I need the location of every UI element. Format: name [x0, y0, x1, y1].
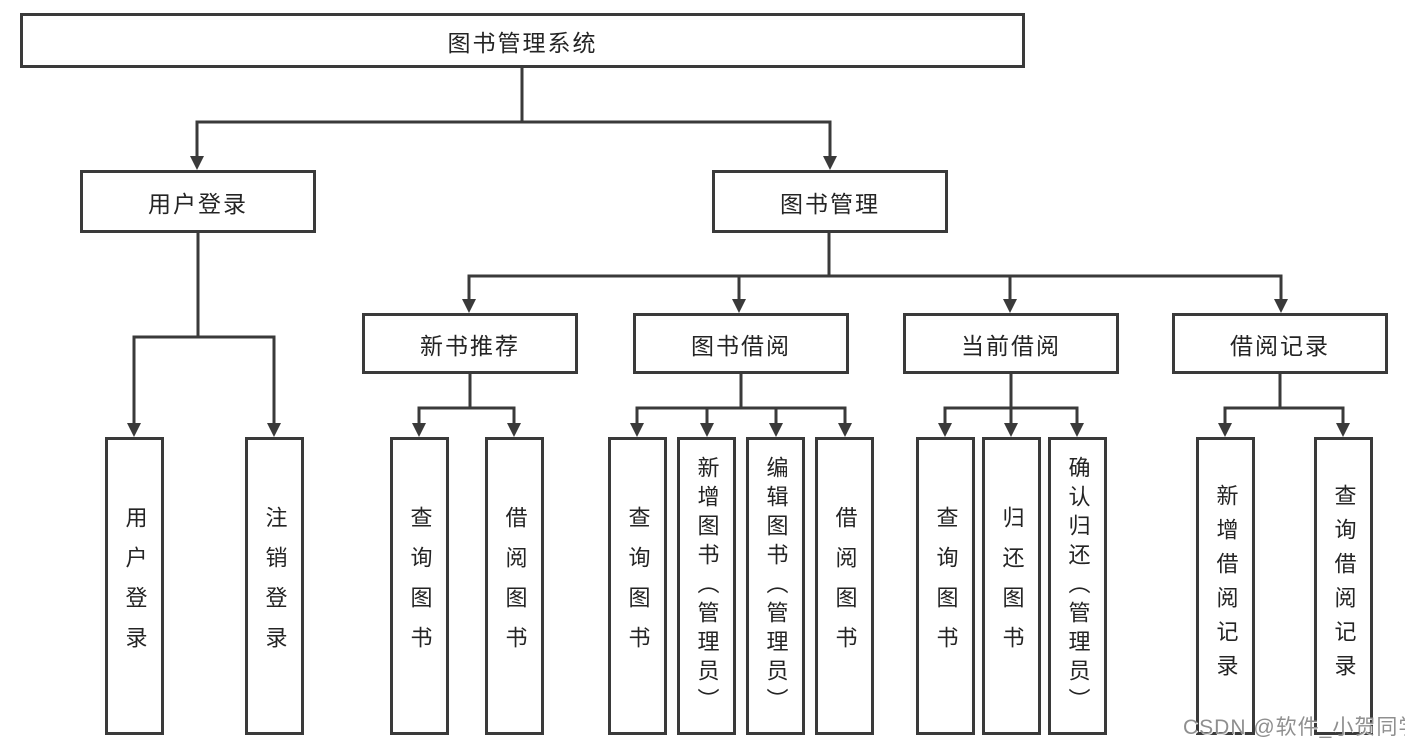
leaf-query-books-borrow-label: 查询图书	[625, 506, 651, 666]
leaf-query-borrow-record: 查询借阅记录	[1314, 437, 1373, 735]
arrow-down-icon	[838, 423, 852, 437]
arrow-down-icon	[630, 423, 644, 437]
arrow-down-icon	[732, 299, 746, 313]
leaf-query-books-current: 查询图书	[916, 437, 975, 735]
leaf-add-borrow-record: 新增借阅记录	[1196, 437, 1255, 735]
leaf-borrow-books-recommend: 借阅图书	[485, 437, 544, 735]
node-book-borrow: 图书借阅	[633, 313, 849, 374]
leaf-borrow-books-borrow-label: 借阅图书	[832, 506, 858, 666]
node-borrow-record-label: 借阅记录	[1230, 332, 1330, 359]
leaf-add-books-admin: 新增图书（管理员）	[677, 437, 736, 735]
node-library-system-label: 图书管理系统	[447, 29, 598, 56]
arrow-down-icon	[267, 423, 281, 437]
leaf-borrow-books-recommend-label: 借阅图书	[502, 506, 528, 666]
arrow-down-icon	[1003, 299, 1017, 313]
connector-line	[132, 335, 276, 425]
arrow-down-icon	[700, 423, 714, 437]
connector-current-borrow	[938, 374, 1084, 437]
arrow-down-icon	[769, 423, 783, 437]
node-library-system: 图书管理系统	[20, 13, 1025, 68]
leaf-query-books-borrow: 查询图书	[608, 437, 667, 735]
arrow-down-icon	[938, 423, 952, 437]
arrow-down-icon	[823, 156, 837, 170]
leaf-query-books-current-label: 查询图书	[933, 506, 959, 666]
connector-line	[1223, 406, 1345, 425]
arrow-down-icon	[412, 423, 426, 437]
leaf-query-borrow-record-label: 查询借阅记录	[1331, 484, 1357, 688]
connector-line	[467, 274, 1283, 301]
node-new-book-recommend-label: 新书推荐	[420, 332, 520, 359]
arrow-down-icon	[190, 156, 204, 170]
leaf-confirm-return-admin-label: 确认归还（管理员）	[1065, 455, 1091, 717]
connector-new-book-recommend	[412, 374, 521, 437]
connector-book-management	[462, 233, 1288, 313]
csdn-watermark: CSDN @软件_小贺同学	[1183, 716, 1405, 739]
connector-line	[635, 406, 847, 425]
arrow-down-icon	[1336, 423, 1350, 437]
node-book-management-label: 图书管理	[780, 190, 880, 217]
leaf-user-login-label: 用户登录	[122, 506, 148, 666]
leaf-add-books-admin-label: 新增图书（管理员）	[694, 455, 720, 717]
node-current-borrow-label: 当前借阅	[961, 332, 1061, 359]
leaf-add-borrow-record-label: 新增借阅记录	[1213, 484, 1239, 688]
node-user-login-label: 用户登录	[148, 190, 248, 217]
leaf-borrow-books-borrow: 借阅图书	[815, 437, 874, 735]
connector-root	[190, 68, 837, 170]
connector-borrow-record	[1218, 374, 1350, 437]
arrow-down-icon	[462, 299, 476, 313]
node-book-borrow-label: 图书借阅	[691, 332, 791, 359]
node-book-management: 图书管理	[712, 170, 948, 233]
leaf-logout-label: 注销登录	[262, 506, 288, 666]
leaf-confirm-return-admin: 确认归还（管理员）	[1048, 437, 1107, 735]
node-user-login: 用户登录	[80, 170, 316, 233]
leaf-query-books-recommend: 查询图书	[390, 437, 449, 735]
connector-user-login	[127, 233, 281, 437]
arrow-down-icon	[1004, 423, 1018, 437]
connector-line	[417, 406, 516, 425]
connector-line	[195, 120, 832, 158]
leaf-logout: 注销登录	[245, 437, 304, 735]
leaf-edit-books-admin: 编辑图书（管理员）	[746, 437, 805, 735]
arrow-down-icon	[507, 423, 521, 437]
node-current-borrow: 当前借阅	[903, 313, 1119, 374]
arrow-down-icon	[1274, 299, 1288, 313]
leaf-return-books-label: 归还图书	[999, 506, 1025, 666]
connector-book-borrow	[630, 374, 852, 437]
node-new-book-recommend: 新书推荐	[362, 313, 578, 374]
leaf-return-books: 归还图书	[982, 437, 1041, 735]
leaf-edit-books-admin-label: 编辑图书（管理员）	[763, 455, 789, 717]
node-borrow-record: 借阅记录	[1172, 313, 1388, 374]
leaf-user-login: 用户登录	[105, 437, 164, 735]
leaf-query-books-recommend-label: 查询图书	[407, 506, 433, 666]
arrow-down-icon	[1070, 423, 1084, 437]
arrow-down-icon	[1218, 423, 1232, 437]
arrow-down-icon	[127, 423, 141, 437]
